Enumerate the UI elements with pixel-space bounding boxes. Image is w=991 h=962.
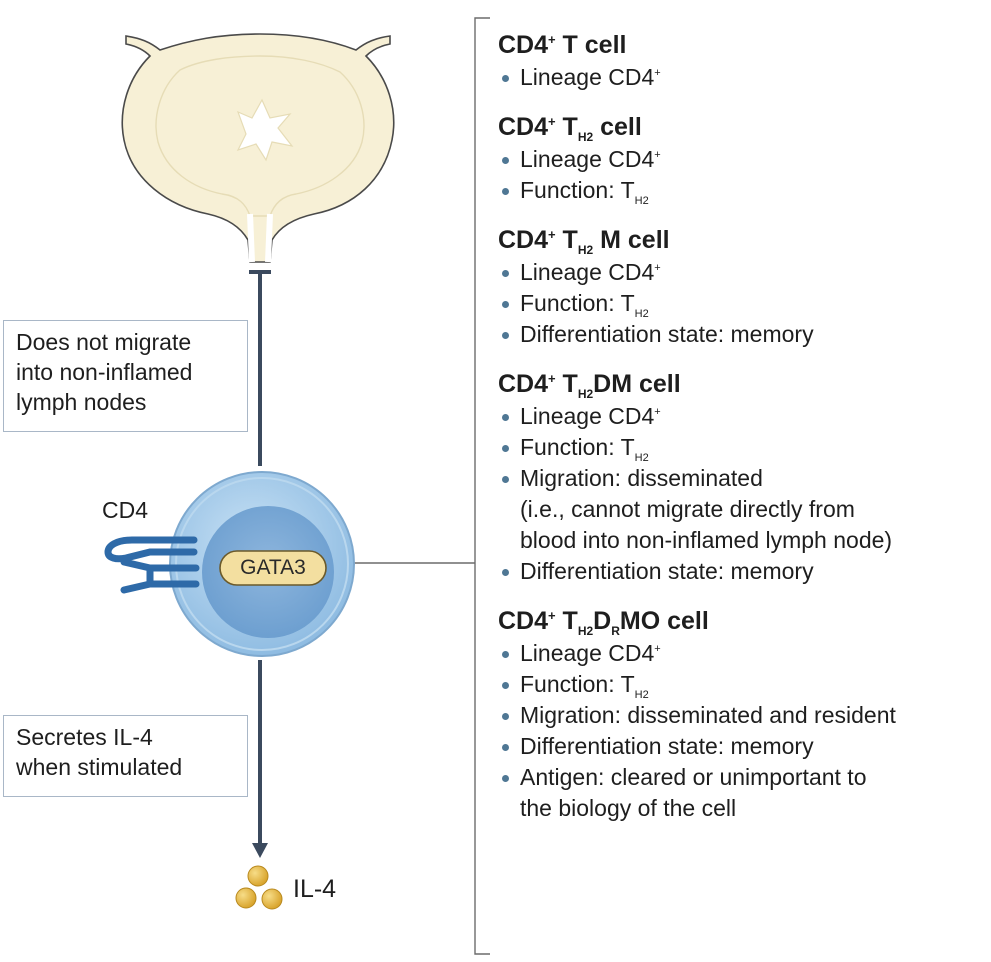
il4-granules-icon xyxy=(235,865,283,910)
title-superscript: + xyxy=(548,371,556,386)
property-text: Lineage CD4 xyxy=(520,403,655,429)
property-item: Function: TH2 xyxy=(498,288,991,320)
il4-secretion-arrow xyxy=(252,660,268,858)
title-text: D xyxy=(593,607,612,635)
property-text: Lineage CD4 xyxy=(520,259,655,285)
property-item: Antigen: cleared or unimportant to the bi… xyxy=(498,762,991,824)
cell-title: CD4+ TH2DRMO cell xyxy=(498,604,991,638)
title-subscript: H2 xyxy=(577,387,594,401)
title-text: CD4 xyxy=(498,113,549,141)
property-text: Antigen: cleared or unimportant to xyxy=(520,764,867,790)
callout-line: lymph nodes xyxy=(16,389,147,415)
property-item: Lineage CD4+ xyxy=(498,144,991,175)
property-subscript: H2 xyxy=(634,689,649,701)
title-text: T xyxy=(555,226,578,254)
title-text: T cell xyxy=(555,31,627,59)
property-text: Function: T xyxy=(520,290,635,316)
property-superscript: + xyxy=(654,262,661,274)
title-superscript: + xyxy=(548,114,556,129)
property-subscript: H2 xyxy=(634,308,649,320)
cell-title: CD4+ T cell xyxy=(498,28,991,62)
callout-line: Does not migrate xyxy=(16,329,192,355)
property-item: Differentiation state: memory xyxy=(498,731,991,762)
property-continuation: (i.e., cannot migrate directly from xyxy=(520,496,855,522)
title-text: M cell xyxy=(593,226,670,254)
title-subscript: R xyxy=(611,624,620,638)
gata3-label: GATA3 xyxy=(240,556,306,579)
property-item: Differentiation state: memory xyxy=(498,556,991,587)
property-item: Lineage CD4+ xyxy=(498,638,991,669)
property-text: Function: T xyxy=(520,434,635,460)
property-text: Function: T xyxy=(520,671,635,697)
title-superscript: + xyxy=(548,608,556,623)
title-subscript: H2 xyxy=(577,130,594,144)
title-text: CD4 xyxy=(498,226,549,254)
property-continuation: the biology of the cell xyxy=(520,795,737,821)
callout-line: when stimulated xyxy=(16,754,183,780)
property-item: Function: TH2 xyxy=(498,175,991,207)
property-superscript: + xyxy=(654,149,661,161)
callout-line: into non-inflamed xyxy=(16,359,193,385)
property-item: Migration: disseminated and resident xyxy=(498,700,991,731)
lymph-node-icon xyxy=(121,33,395,263)
property-text: Differentiation state: memory xyxy=(520,558,814,584)
il4-label: IL-4 xyxy=(293,875,337,903)
property-item: Lineage CD4+ xyxy=(498,257,991,288)
cd4-label: CD4 xyxy=(102,497,149,523)
property-item: Migration: disseminated (i.e., cannot mig… xyxy=(498,463,991,556)
title-text: MO cell xyxy=(619,607,709,635)
property-text: Lineage CD4 xyxy=(520,146,655,172)
title-text: CD4 xyxy=(498,607,549,635)
property-superscript: + xyxy=(654,406,661,418)
property-item: Function: TH2 xyxy=(498,669,991,701)
title-text: CD4 xyxy=(498,370,549,398)
property-text: Differentiation state: memory xyxy=(520,321,814,347)
secretion-callout: Secretes IL-4 when stimulated xyxy=(3,715,248,797)
property-text: Migration: disseminated xyxy=(520,465,763,491)
cell-title: CD4+ TH2 M cell xyxy=(498,223,991,257)
property-text: Function: T xyxy=(520,177,635,203)
title-text: cell xyxy=(593,113,642,141)
title-subscript: H2 xyxy=(577,624,594,638)
property-item: Lineage CD4+ xyxy=(498,62,991,93)
property-superscript: + xyxy=(654,643,661,655)
property-text: Migration: disseminated and resident xyxy=(520,702,896,728)
title-text: DM cell xyxy=(593,370,681,398)
panel-bracket xyxy=(474,17,490,955)
callout-line: Secretes IL-4 xyxy=(16,724,153,750)
title-text: CD4 xyxy=(498,31,549,59)
cell-title: CD4+ TH2DM cell xyxy=(498,367,991,401)
property-text: Lineage CD4 xyxy=(520,64,655,90)
property-superscript: + xyxy=(654,67,661,79)
cell-title: CD4+ TH2 cell xyxy=(498,110,991,144)
title-superscript: + xyxy=(548,227,556,242)
cd4-receptor-icon xyxy=(104,536,200,594)
title-text: T xyxy=(555,113,578,141)
title-subscript: H2 xyxy=(577,243,594,257)
no-migration-callout: Does not migrate into non-inflamed lymph… xyxy=(3,320,248,432)
no-migration-inhibition-line xyxy=(249,270,271,466)
gata3-badge xyxy=(219,550,327,586)
property-subscript: H2 xyxy=(634,195,649,207)
property-text: Differentiation state: memory xyxy=(520,733,814,759)
title-superscript: + xyxy=(548,32,556,47)
title-text: T xyxy=(555,370,578,398)
property-continuation: blood into non-inflamed lymph node) xyxy=(520,527,893,553)
property-item: Differentiation state: memory xyxy=(498,319,991,350)
property-subscript: H2 xyxy=(634,452,649,464)
title-text: T xyxy=(555,607,578,635)
property-item: Lineage CD4+ xyxy=(498,401,991,432)
property-item: Function: TH2 xyxy=(498,432,991,464)
property-text: Lineage CD4 xyxy=(520,640,655,666)
